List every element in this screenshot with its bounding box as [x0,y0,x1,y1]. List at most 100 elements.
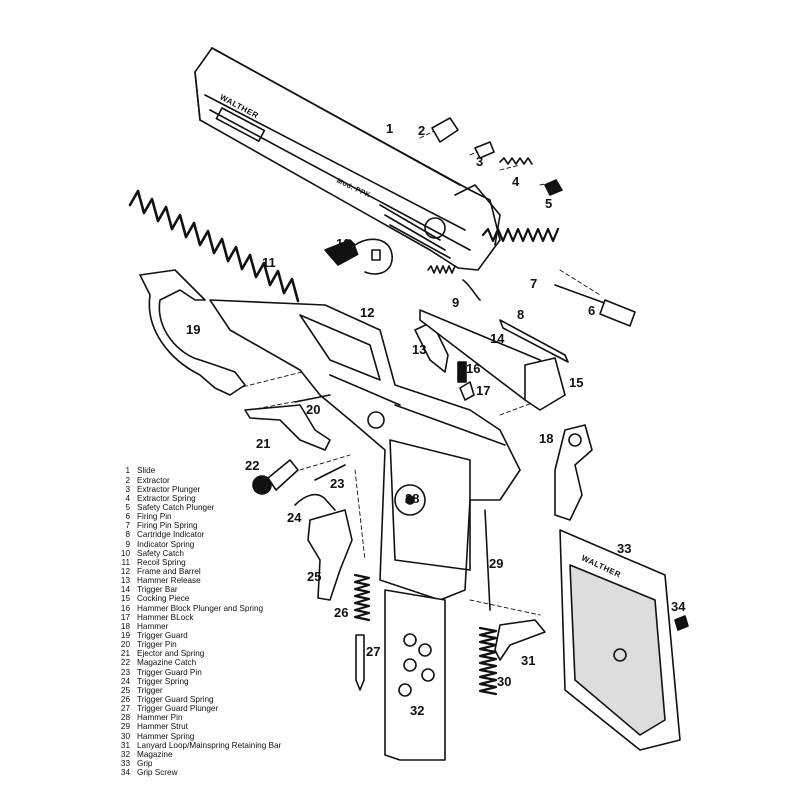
legend-item-label: Hammer Pin [137,713,183,723]
callout-29: 29 [489,556,504,571]
callout-24: 24 [287,510,302,525]
callout-20: 20 [306,402,321,417]
legend-item: 15 Cocking Piece [118,595,318,604]
legend-item: 32 Magazine [118,750,318,759]
callout-25: 25 [307,569,322,584]
callout-5: 5 [545,196,553,211]
legend-item-label: Lanyard Loop/Mainspring Retaining Bar [137,740,282,750]
callout-31: 31 [521,653,536,668]
legend-item-number: 25 [120,685,130,695]
legend-item-number: 24 [120,676,130,686]
legend-item-label: Trigger Guard Spring [137,694,214,704]
part-trigger-spring [294,493,336,511]
legend-item-number: 32 [120,749,130,759]
legend-item-number: 5 [125,503,130,513]
part-safety-catch-plunger [544,179,563,196]
legend-item-label: Trigger [137,685,163,695]
part-trigger-guard-plunger [355,634,365,691]
legend-item-label: Cartridge Indicator [137,530,205,540]
callout-13: 13 [412,342,427,357]
legend-item-number: 33 [120,758,130,768]
legend-item-number: 4 [125,493,130,503]
callout-33: 33 [617,541,632,556]
legend-item-label: Trigger Pin [137,640,177,650]
callout-19: 19 [186,322,201,337]
legend-item-number: 8 [125,530,130,540]
part-firing-pin-spring [481,227,560,243]
legend-item-label: Hammer BLock [137,612,194,622]
part-trigger-pin [294,394,331,403]
legend-item-number: 7 [125,521,130,531]
part-frame-and-barrel [209,299,521,601]
callout-10: 10 [336,236,351,251]
part-indicator-spring [427,265,481,301]
callout-23: 23 [330,476,345,491]
legend-item-number: 10 [120,548,130,558]
legend-item-number: 29 [120,722,130,732]
legend-item: 13 Hammer Release [118,576,318,586]
part-safety-catch [324,238,393,275]
callout-21: 21 [256,436,271,451]
part-magazine [384,589,446,761]
part-trigger-guard-pin [314,464,346,481]
legend-item: 31 Lanyard Loop/Mainspring Retaining Bar [118,741,318,750]
legend-item-label: Cocking Piece [137,594,190,604]
legend-item-label: Hammer [137,621,169,631]
legend-item-label: Hammer Release [137,576,201,586]
legend-item-label: Magazine [137,749,173,759]
part-hammer-spring [478,626,498,696]
legend-item: 8 Cartridge Indicator [118,531,318,540]
callout-6: 6 [588,303,596,318]
callout-27: 27 [366,644,381,659]
part-firing-pin [554,284,636,327]
legend-item: 18 Hammer [118,622,318,631]
legend-item-number: 19 [120,631,130,640]
callout-8: 8 [517,307,525,322]
legend-item: 22 Magazine Catch [118,659,318,668]
legend-item-number: 18 [120,621,130,631]
callout-17: 17 [476,383,491,398]
legend-item: 33 Grip [118,758,318,769]
legend-item-number: 27 [120,704,130,714]
legend-item-number: 14 [120,585,130,595]
callout-14: 14 [490,331,505,346]
legend-item-number: 6 [125,512,130,522]
legend-item-label: Trigger Spring [137,676,189,686]
callout-11: 11 [262,255,276,270]
legend-item-number: 13 [120,576,130,586]
legend-item-label: Slide [137,466,156,476]
legend-item-number: 15 [120,594,130,604]
legend-item-label: Grip [137,758,153,768]
part-extractor-spring [499,157,533,165]
callout-9: 9 [452,295,460,310]
legend-item-number: 22 [120,658,130,668]
legend-item-label: Frame and Barrel [137,567,201,577]
legend-item-label: Magazine Catch [137,658,197,668]
part-trigger-guard [139,269,246,396]
callout-16: 16 [466,361,481,376]
legend-item-number: 31 [120,740,130,750]
legend-item: 25 Trigger [118,686,318,695]
part-grip [559,529,681,751]
legend-item-label: Grip Screw [137,768,178,778]
callout-15: 15 [569,375,584,390]
callout-4: 4 [512,174,520,189]
legend-item-number: 23 [120,667,130,677]
legend-item-number: 21 [120,649,130,659]
callout-7: 7 [530,276,538,291]
legend-item-number: 9 [125,539,130,549]
legend-item-label: Recoil Spring [137,557,186,567]
